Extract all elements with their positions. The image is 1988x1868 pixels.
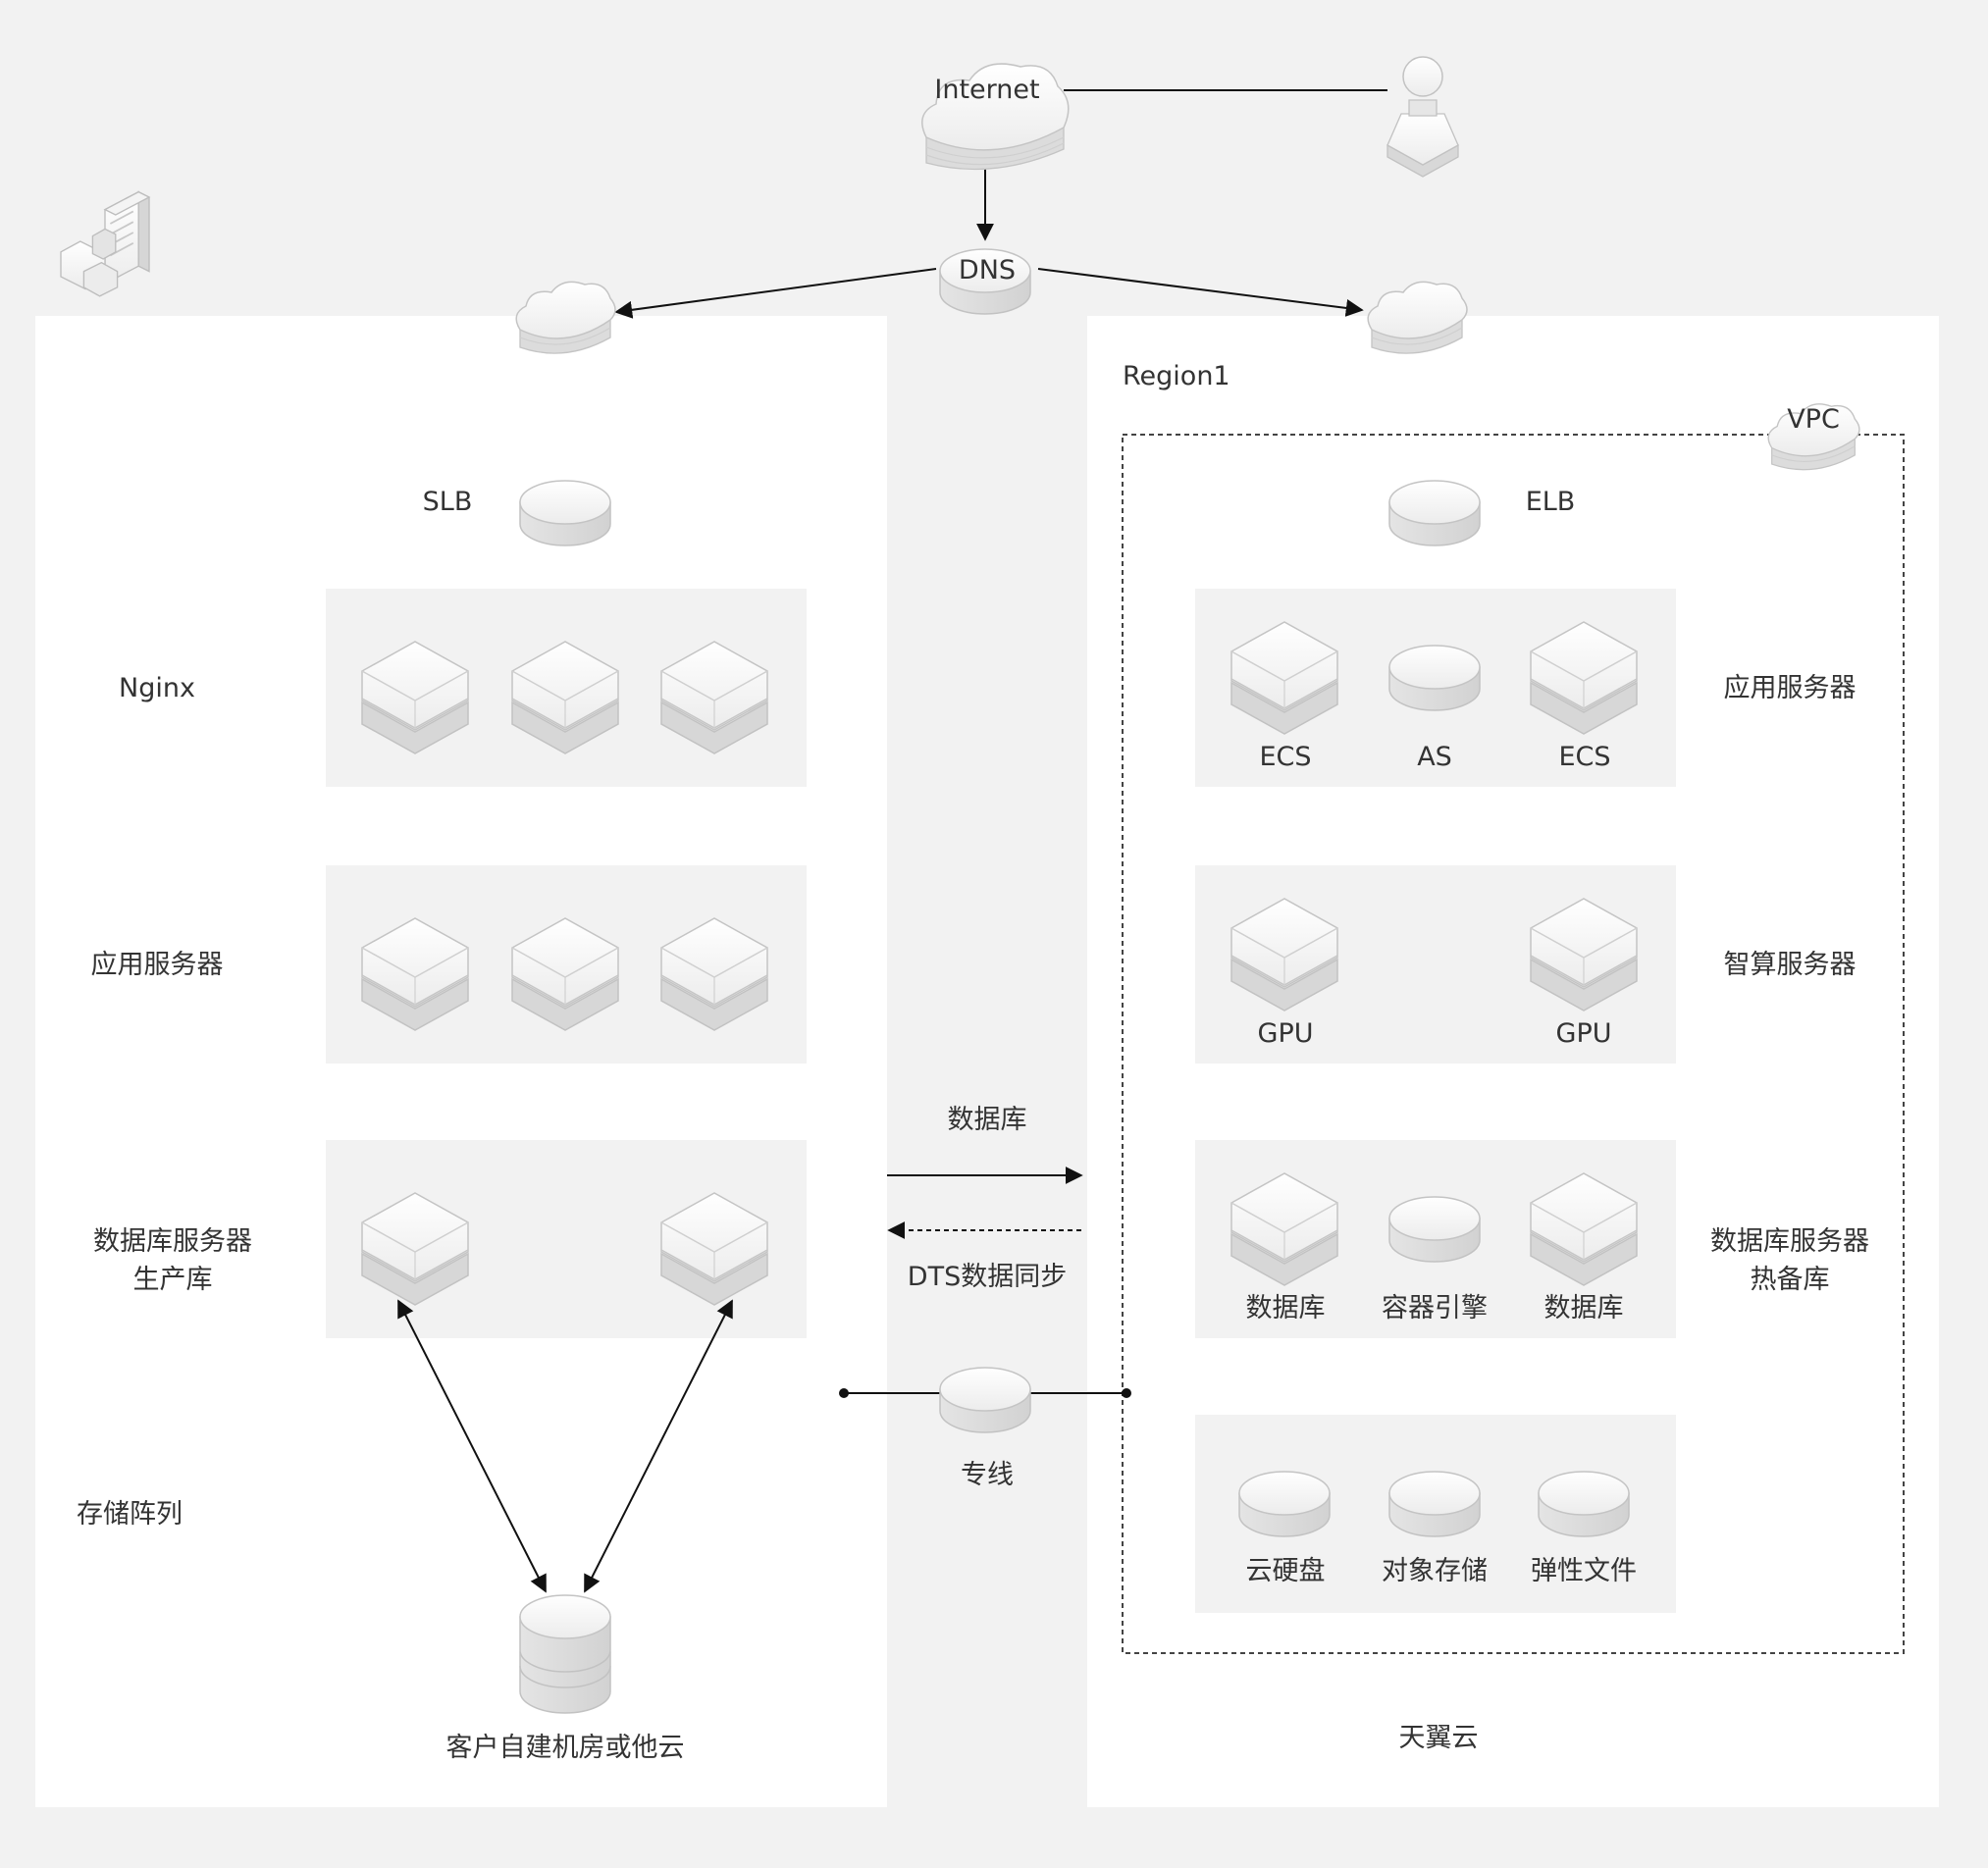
db-storage-arrow-right	[584, 1299, 733, 1593]
internet-label: Internet	[934, 75, 1040, 105]
dedicated-line-label: 专线	[961, 1460, 1014, 1490]
left-cloud-icon	[515, 281, 616, 354]
slb-label: SLB	[422, 487, 473, 517]
left-app-servers-label: 应用服务器	[90, 950, 224, 980]
dns-label: DNS	[958, 255, 1017, 285]
user-icon	[1386, 56, 1459, 178]
vpc-boundary	[1122, 434, 1905, 1654]
vpc-label: VPC	[1787, 404, 1840, 435]
gpu-label: GPU	[1257, 1018, 1314, 1049]
dts-link-label: DTS数据同步	[907, 1262, 1068, 1292]
dedicated-line-router-icon	[939, 1367, 1031, 1433]
database-label: 数据库	[1543, 1293, 1624, 1323]
elastic-file-icon	[1538, 1471, 1630, 1537]
container-engine-label: 容器引擎	[1382, 1293, 1488, 1323]
elb-label: ELB	[1525, 487, 1576, 517]
dedicated-line-end-right	[1122, 1388, 1131, 1398]
db-storage-arrow-left	[397, 1299, 547, 1593]
customer-site-title: 客户自建机房或他云	[445, 1733, 685, 1763]
nginx-label: Nginx	[119, 673, 195, 703]
dns-left-arrow	[614, 268, 937, 319]
right-db-servers-label: 数据库服务器 热备库	[1710, 1226, 1869, 1296]
right-app-servers-label: 应用服务器	[1723, 673, 1857, 703]
gpu-label: GPU	[1555, 1018, 1612, 1049]
database-label: 数据库	[1245, 1293, 1326, 1323]
dns-right-arrow	[1037, 268, 1364, 317]
elastic-file-label: 弹性文件	[1531, 1556, 1637, 1586]
slb-icon	[519, 480, 611, 546]
storage-array-icon	[519, 1594, 611, 1714]
as-label: AS	[1417, 742, 1452, 772]
object-storage-label: 对象存储	[1382, 1556, 1488, 1586]
dedicated-line-end-left	[839, 1388, 849, 1398]
left-db-servers-label: 数据库服务器 生产库	[93, 1226, 252, 1296]
ecs-label: ECS	[1259, 742, 1312, 772]
object-storage-icon	[1388, 1471, 1481, 1537]
elb-icon	[1388, 480, 1481, 546]
storage-array-label: 存储阵列	[77, 1499, 183, 1530]
ai-servers-label: 智算服务器	[1723, 950, 1857, 980]
database-link-label: 数据库	[947, 1105, 1027, 1135]
region-label: Region1	[1123, 361, 1230, 391]
cloud-disk-label: 云硬盘	[1245, 1556, 1326, 1586]
container-engine-icon	[1388, 1196, 1481, 1263]
as-icon	[1388, 645, 1481, 711]
tianyi-cloud-title: 天翼云	[1398, 1723, 1479, 1753]
ecs-label: ECS	[1558, 742, 1611, 772]
right-cloud-icon	[1367, 281, 1468, 354]
cloud-disk-icon	[1238, 1471, 1331, 1537]
datacenter-building-icon	[60, 190, 151, 297]
